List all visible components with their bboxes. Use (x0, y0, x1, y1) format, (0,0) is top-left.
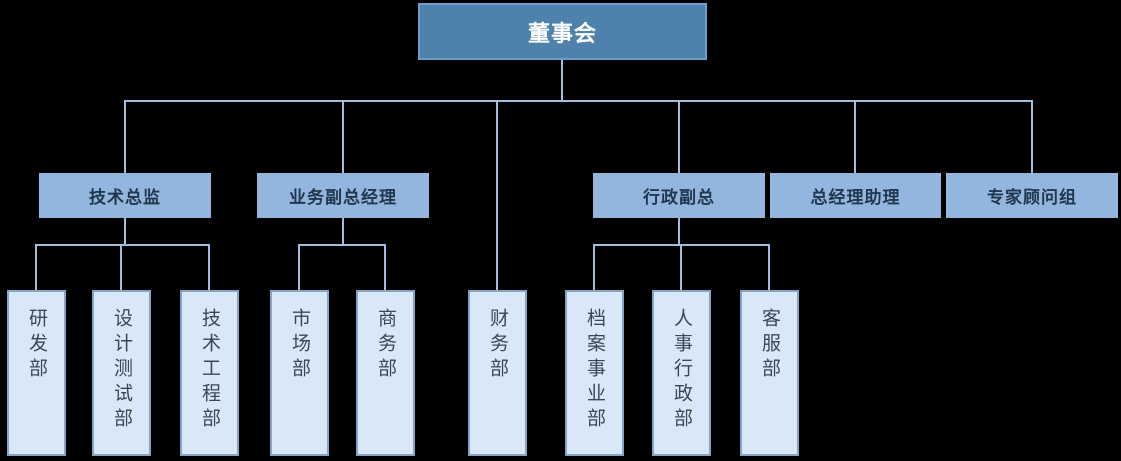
node-gm-assistant-label: 总经理助理 (810, 188, 901, 207)
dept-tech-engineering-label: 技术工程部 (199, 308, 220, 433)
connector-drop-tech-director (124, 100, 126, 173)
connector-drop-rnd (35, 244, 37, 290)
node-board-of-directors-label: 董事会 (527, 20, 597, 46)
connector-horizontal-business-group (298, 244, 386, 246)
dept-design-testing-label: 设计测试部 (111, 308, 132, 433)
dept-hr-admin-label: 人事行政部 (671, 308, 692, 433)
node-gm-assistant: 总经理助理 (770, 173, 941, 218)
node-expert-advisors-label: 专家顾问组 (987, 188, 1077, 207)
connector-drop-gm-assistant (854, 100, 856, 173)
connector-drop-business-vice-gm (342, 100, 344, 173)
node-admin-vice: 行政副总 (593, 173, 765, 218)
dept-archives: 档案事业部 (565, 290, 624, 456)
node-business-vice-gm-label: 业务副总经理 (289, 188, 397, 207)
connector-stem-tech-group (124, 218, 126, 246)
dept-hr-admin: 人事行政部 (652, 290, 711, 456)
node-tech-director: 技术总监 (39, 173, 211, 218)
connector-horizontal-tech-group (35, 244, 210, 246)
dept-archives-label: 档案事业部 (584, 308, 605, 433)
connector-drop-archives (593, 244, 595, 290)
node-admin-vice-label: 行政副总 (643, 188, 715, 207)
dept-rnd-label: 研发部 (26, 308, 47, 383)
connector-drop-design-testing (120, 244, 122, 290)
connector-drop-customer-service (768, 244, 770, 290)
dept-finance-label: 财务部 (487, 308, 508, 383)
dept-commerce-label: 商务部 (375, 308, 396, 383)
dept-marketing: 市场部 (270, 290, 329, 456)
connector-drop-tech-engineering (208, 244, 210, 290)
dept-finance: 财务部 (468, 290, 527, 456)
connector-stem-admin-group (678, 218, 680, 246)
connector-drop-finance-dept (496, 100, 498, 290)
dept-marketing-label: 市场部 (289, 308, 310, 383)
dept-commerce: 商务部 (356, 290, 415, 456)
connector-drop-commerce (384, 244, 386, 290)
connector-root-riser (561, 60, 563, 102)
connector-main-horizontal (124, 100, 1033, 102)
dept-customer-service: 客服部 (740, 290, 799, 456)
connector-drop-marketing (298, 244, 300, 290)
node-expert-advisors: 专家顾问组 (946, 173, 1118, 218)
dept-design-testing: 设计测试部 (92, 290, 151, 456)
connector-drop-expert-advisors (1031, 100, 1033, 173)
connector-stem-business-group (342, 218, 344, 246)
dept-rnd: 研发部 (7, 290, 66, 456)
connector-drop-hr-admin (680, 244, 682, 290)
dept-customer-service-label: 客服部 (759, 308, 780, 383)
node-board-of-directors: 董事会 (418, 3, 707, 60)
node-business-vice-gm: 业务副总经理 (257, 173, 429, 218)
dept-tech-engineering: 技术工程部 (180, 290, 239, 456)
connector-drop-admin-vice (678, 100, 680, 173)
node-tech-director-label: 技术总监 (89, 188, 161, 207)
